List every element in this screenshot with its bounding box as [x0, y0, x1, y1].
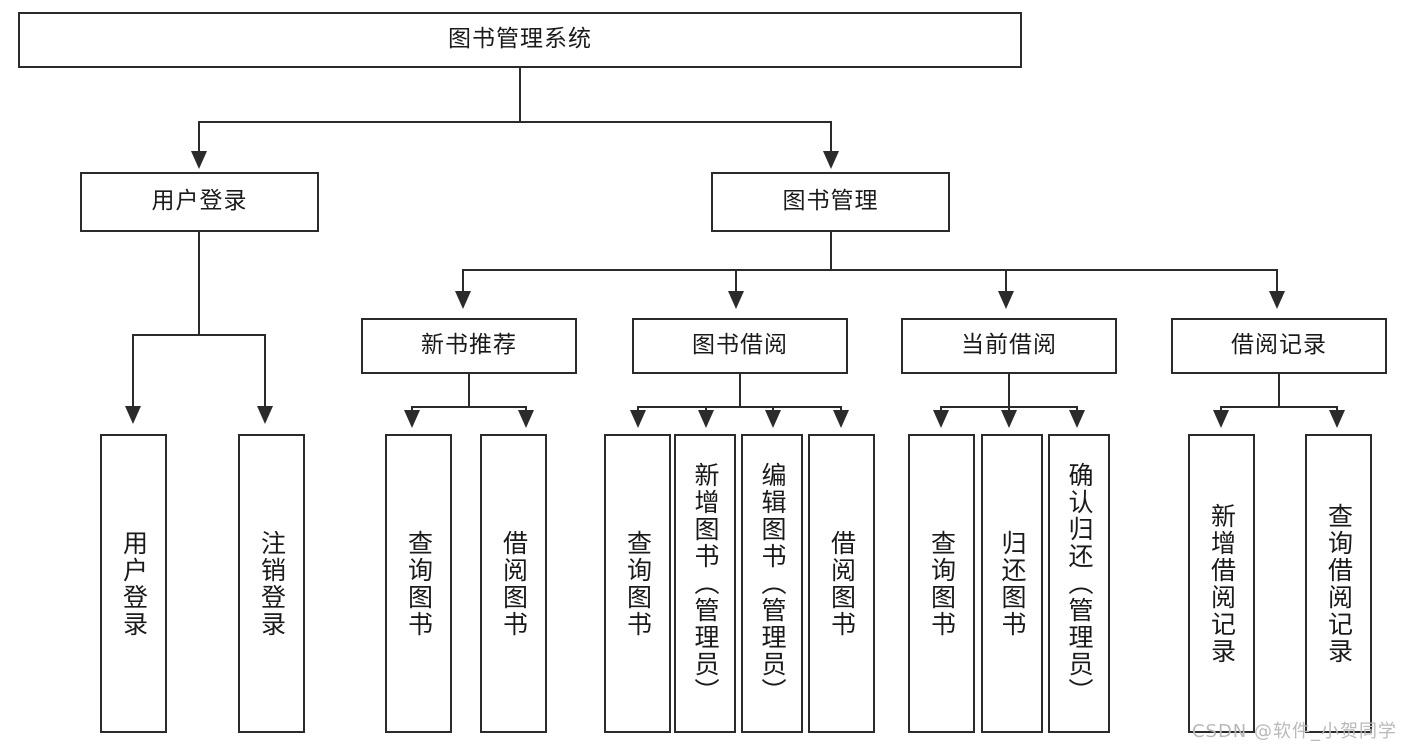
connector-borrow-record-leaf-1	[1220, 406, 1222, 412]
arrow-to-new-book-recommend	[455, 291, 471, 309]
connector-to-current-borrow	[1005, 269, 1007, 291]
connector-current-borrow-leaf-1	[940, 406, 942, 412]
node-new-book-recommend[interactable]: 新书推荐	[361, 318, 577, 374]
node-label: 新增图书（管理员）	[691, 462, 720, 705]
arrow-to-book-management	[823, 151, 839, 169]
node-label: 注销登录	[257, 529, 287, 638]
leaf-confirm-return-admin[interactable]: 确认归还（管理员）	[1048, 434, 1110, 733]
node-current-borrow[interactable]: 当前借阅	[901, 318, 1117, 374]
node-label: 编辑图书（管理员）	[758, 462, 787, 705]
connector-level3-bar	[462, 269, 1278, 271]
arrow-to-user-login	[191, 151, 207, 169]
arrow-leaf-query-book-3	[933, 410, 949, 428]
node-label: 用户登录	[151, 188, 248, 215]
leaf-edit-book-admin[interactable]: 编辑图书（管理员）	[741, 434, 803, 733]
connector-to-new-book-recommend	[462, 269, 464, 291]
arrow-to-book-borrow	[728, 291, 744, 309]
node-label: 图书管理系统	[448, 26, 592, 53]
csdn-watermark: CSDN @软件_小贺同学	[1191, 721, 1397, 742]
connector-to-book-borrow	[735, 269, 737, 291]
node-label: 借阅图书	[499, 529, 529, 638]
leaf-query-book-current[interactable]: 查询图书	[908, 434, 975, 733]
node-label: 新增借阅记录	[1207, 502, 1237, 665]
connector-user-login-leaf-2	[264, 334, 266, 406]
connector-to-borrow-record	[1276, 269, 1278, 291]
connector-book-borrow-leaf-1	[637, 406, 639, 412]
connector-to-book-management	[830, 121, 832, 151]
node-label: 确认归还（管理员）	[1065, 462, 1094, 705]
arrow-leaf-edit-book	[765, 410, 781, 428]
arrow-leaf-query-book-2	[630, 410, 646, 428]
node-label: 查询图书	[623, 529, 653, 638]
leaf-query-borrow-record[interactable]: 查询借阅记录	[1305, 434, 1372, 733]
arrow-leaf-user-login	[125, 406, 141, 424]
connector-borrow-record-stem	[1278, 374, 1280, 407]
node-borrow-record[interactable]: 借阅记录	[1171, 318, 1387, 374]
node-book-management[interactable]: 图书管理	[711, 172, 950, 232]
connector-user-login-stem	[198, 232, 200, 335]
arrow-leaf-logout	[257, 406, 273, 424]
connector-new-book-stem	[468, 374, 470, 407]
arrow-leaf-add-record	[1213, 410, 1229, 428]
leaf-borrow-book-recommend[interactable]: 借阅图书	[480, 434, 547, 733]
leaf-logout[interactable]: 注销登录	[238, 434, 305, 733]
connector-level2-bar	[198, 121, 832, 123]
arrow-leaf-return-book	[1001, 410, 1017, 428]
connector-borrow-record-leaf-2	[1336, 406, 1338, 412]
arrow-to-current-borrow	[998, 291, 1014, 309]
node-label: 查询图书	[404, 529, 434, 638]
connector-new-book-leaf-2	[525, 406, 527, 412]
arrow-leaf-query-book-1	[404, 410, 420, 428]
node-label: 用户登录	[119, 529, 149, 638]
leaf-return-book[interactable]: 归还图书	[981, 434, 1043, 733]
connector-current-borrow-leaf-3	[1076, 406, 1078, 412]
connector-user-login-leaf-bar	[132, 334, 266, 336]
node-user-login[interactable]: 用户登录	[80, 172, 319, 232]
leaf-borrow-book-borrow[interactable]: 借阅图书	[808, 434, 875, 733]
connector-current-borrow-leaf-2	[1008, 406, 1010, 412]
node-label: 借阅图书	[827, 529, 857, 638]
connector-borrow-record-leaf-bar	[1220, 406, 1337, 408]
node-label: 新书推荐	[421, 332, 517, 359]
leaf-query-book-recommend[interactable]: 查询图书	[385, 434, 452, 733]
connector-book-borrow-leaf-2	[705, 406, 707, 412]
connector-user-login-leaf-1	[132, 334, 134, 406]
node-label: 图书管理	[782, 188, 879, 215]
leaf-query-book-borrow[interactable]: 查询图书	[604, 434, 671, 733]
connector-book-management-stem	[830, 232, 832, 270]
leaf-add-borrow-record[interactable]: 新增借阅记录	[1188, 434, 1255, 733]
connector-root-stem	[519, 68, 521, 122]
arrow-leaf-borrow-book-2	[833, 410, 849, 428]
node-label: 查询图书	[927, 529, 957, 638]
node-label: 归还图书	[998, 529, 1027, 638]
arrow-leaf-borrow-book-1	[518, 410, 534, 428]
arrow-leaf-query-record	[1329, 410, 1345, 428]
node-label: 借阅记录	[1231, 332, 1327, 359]
arrow-to-borrow-record	[1269, 291, 1285, 309]
connector-book-borrow-leaf-4	[840, 406, 842, 412]
connector-to-user-login	[198, 121, 200, 151]
connector-book-borrow-leaf-3	[772, 406, 774, 412]
arrow-leaf-add-book	[698, 410, 714, 428]
node-label: 查询借阅记录	[1324, 502, 1354, 665]
node-label: 当前借阅	[961, 332, 1057, 359]
connector-new-book-leaf-bar	[411, 406, 527, 408]
connector-book-borrow-leaf-bar	[637, 406, 842, 408]
node-label: 图书借阅	[692, 332, 788, 359]
leaf-user-login[interactable]: 用户登录	[100, 434, 167, 733]
connector-book-borrow-stem	[739, 374, 741, 407]
arrow-leaf-confirm-return	[1069, 410, 1085, 428]
node-root-book-management-system[interactable]: 图书管理系统	[18, 12, 1022, 68]
connector-current-borrow-stem	[1008, 374, 1010, 407]
leaf-add-book-admin[interactable]: 新增图书（管理员）	[674, 434, 736, 733]
connector-new-book-leaf-1	[411, 406, 413, 412]
node-book-borrow[interactable]: 图书借阅	[632, 318, 848, 374]
